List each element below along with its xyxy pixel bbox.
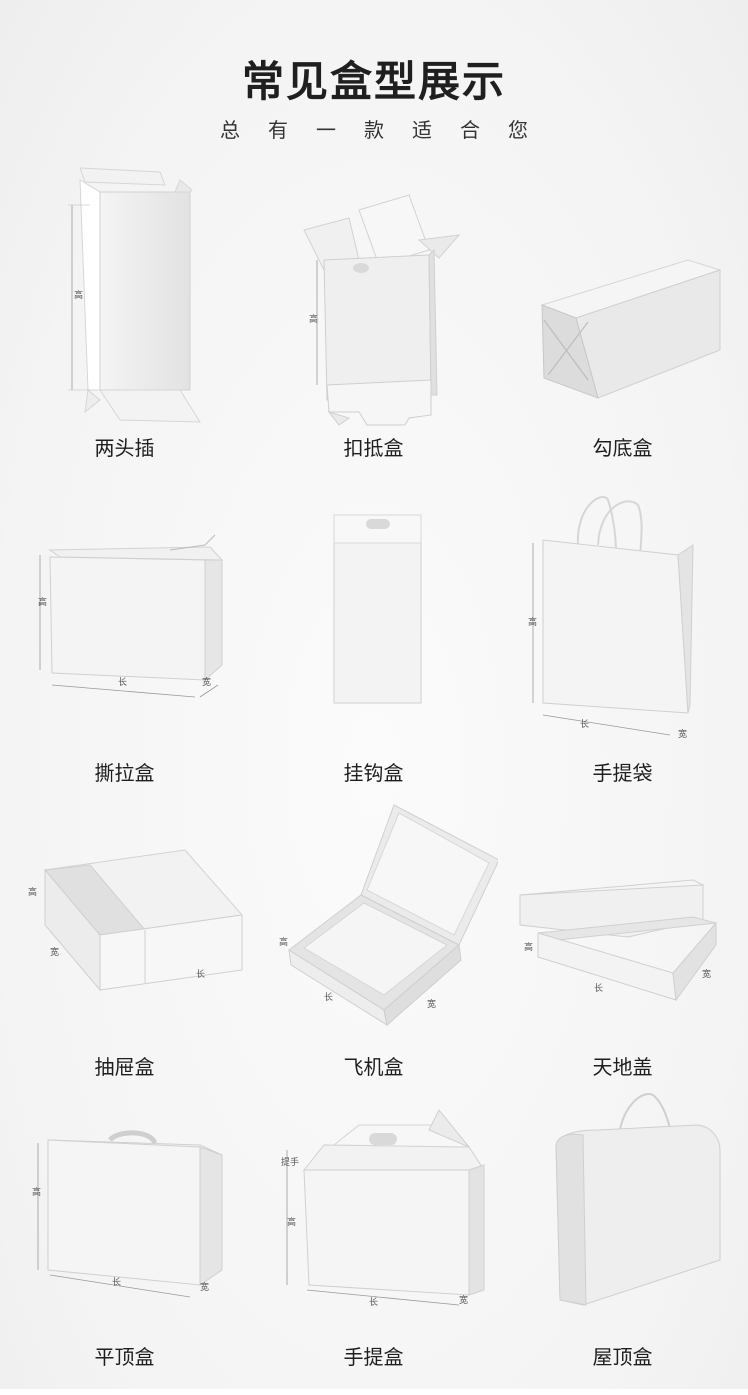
box-card-tear-strip: 高 长 宽 撕拉盒 <box>0 475 249 785</box>
two-end-tuck-box-image: 高 <box>68 167 201 423</box>
dim-height-label: 高 <box>32 1186 41 1198</box>
hang-tab-box-image <box>333 514 422 704</box>
handle-box-image: 提手 高 长 宽 <box>281 1109 485 1308</box>
dim-length-label: 长 <box>112 1276 121 1288</box>
dim-length-label: 长 <box>580 718 589 730</box>
dim-width-label: 宽 <box>459 1294 468 1306</box>
dim-length-label: 长 <box>118 676 127 688</box>
dim-height-label: 高 <box>528 616 537 628</box>
dim-width-label: 宽 <box>50 946 59 958</box>
box-card-roof-box: 屋顶盒 <box>498 1085 747 1395</box>
box-card-lid-base: 高 长 宽 天地盖 <box>498 785 747 1095</box>
box-label: 两头插 <box>94 436 155 460</box>
lid-and-base-box-image: 高 长 宽 <box>519 879 717 1002</box>
dim-height-label: 高 <box>279 936 288 948</box>
mailer-box-image: 高 长 宽 <box>279 804 498 1027</box>
dim-height-label: 高 <box>287 1216 296 1228</box>
box-label: 扣抵盒 <box>343 436 404 460</box>
dim-height-label: 高 <box>524 941 533 953</box>
box-label: 挂钩盒 <box>343 761 404 785</box>
dim-height-label: 高 <box>309 313 318 325</box>
box-label: 天地盖 <box>592 1055 653 1079</box>
box-card-crash-lock: 勾底盒 <box>498 150 747 460</box>
box-label: 飞机盒 <box>343 1055 404 1079</box>
box-label: 抽屉盒 <box>94 1055 155 1079</box>
box-card-flat-top: 高 长 宽 平顶盒 <box>0 1085 249 1395</box>
paper-bag-image: 高 长 宽 <box>528 496 694 740</box>
box-label: 手提袋 <box>592 761 653 785</box>
box-label: 手提盒 <box>343 1345 404 1369</box>
roof-box-image <box>555 1093 721 1306</box>
crash-lock-box-image <box>540 259 722 399</box>
box-label: 屋顶盒 <box>592 1345 653 1369</box>
page-title: 常见盒型展示 <box>241 57 506 106</box>
box-card-mailer: 高 长 宽 飞机盒 <box>249 785 498 1095</box>
dim-length-label: 长 <box>324 991 333 1003</box>
dim-length-label: 长 <box>369 1296 378 1308</box>
dim-height-label: 高 <box>38 596 47 608</box>
dim-width-label: 宽 <box>202 676 211 688</box>
box-label: 平顶盒 <box>94 1345 155 1369</box>
box-card-hang-tab: 挂钩盒 <box>249 475 498 785</box>
box-card-drawer: 高 宽 长 抽屉盒 <box>0 785 249 1095</box>
dim-width-label: 宽 <box>427 998 436 1010</box>
dim-height-label: 高 <box>74 289 83 301</box>
box-label: 撕拉盒 <box>94 761 155 785</box>
dim-width-label: 宽 <box>200 1281 209 1293</box>
box-card-two-end-tuck: 高 两头插 <box>0 150 249 460</box>
dim-length-label: 长 <box>196 968 205 980</box>
lock-bottom-box-image: 高 <box>303 194 461 426</box>
box-card-paper-bag: 高 长 宽 手提袋 <box>498 475 747 785</box>
dim-width-label: 宽 <box>678 728 687 740</box>
header: 常见盒型展示 总有一款适合您 <box>0 0 748 150</box>
box-card-lock-bottom: 高 扣抵盒 <box>249 150 498 460</box>
dim-length-label: 长 <box>594 982 603 994</box>
dim-width-label: 宽 <box>702 968 711 980</box>
flat-top-box-image: 高 长 宽 <box>32 1130 223 1298</box>
tear-strip-box-image: 高 长 宽 <box>38 534 224 698</box>
dim-height-label: 高 <box>28 886 37 898</box>
drawer-box-image: 高 宽 长 <box>28 849 243 992</box>
box-label: 勾底盒 <box>592 436 653 460</box>
dim-handle-label: 提手 <box>281 1156 299 1168</box>
page-subtitle: 总有一款适合您 <box>220 118 556 142</box>
box-card-handle-box: 提手 高 长 宽 手提盒 <box>249 1085 498 1395</box>
